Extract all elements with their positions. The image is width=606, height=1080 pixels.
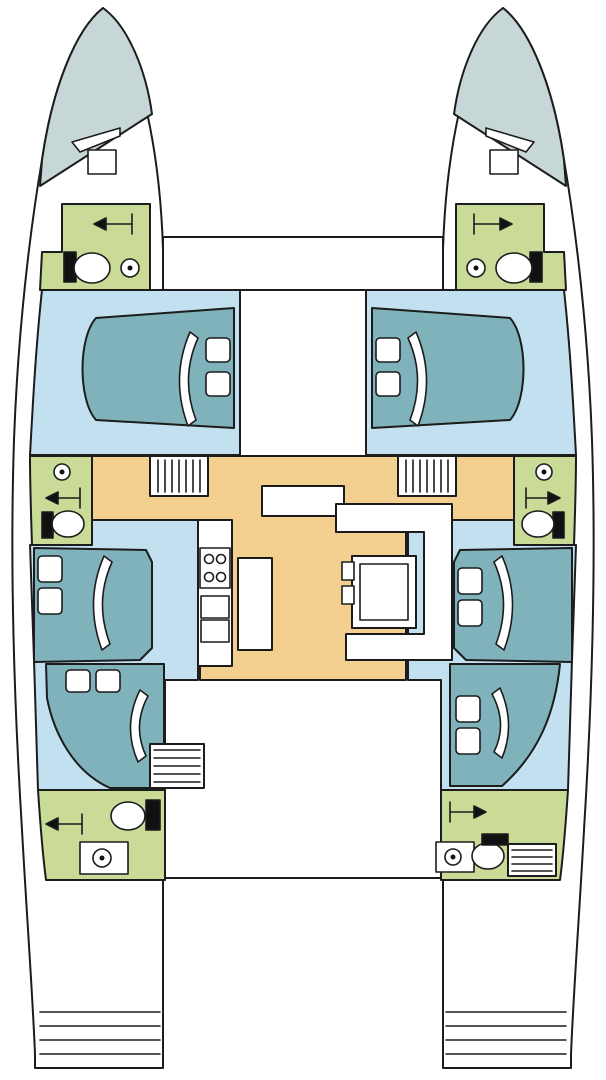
pillow-icon — [95, 669, 121, 693]
foredeck-starboard — [453, 7, 567, 187]
windscreen-icon — [485, 127, 535, 153]
bow-hatch — [489, 149, 519, 175]
sofa — [335, 503, 453, 661]
dining-area — [335, 503, 453, 661]
windscreen-icon — [71, 127, 121, 153]
pillow-icon — [37, 587, 63, 615]
aft-cabin-port — [45, 663, 165, 789]
transom-steps-starboard — [445, 1011, 567, 1055]
mid-bathroom-port — [29, 455, 93, 546]
stove-icon — [199, 547, 231, 589]
bow-locker-starboard — [485, 127, 535, 175]
porthole-icon — [53, 463, 71, 481]
pillow-icon — [375, 371, 401, 397]
door-arc-icon — [493, 555, 514, 651]
bed — [371, 307, 525, 429]
door-arc-icon — [92, 555, 113, 651]
foredeck-port — [39, 7, 153, 187]
cistern — [481, 833, 509, 846]
porthole-icon — [466, 258, 486, 278]
door-arrow-icon — [473, 213, 513, 235]
bow-hatch — [87, 149, 117, 175]
toilet-icon — [471, 842, 505, 870]
forward-bathroom-starboard — [455, 203, 567, 291]
mid-cabin-starboard — [453, 547, 573, 663]
mid-cabin-port — [33, 547, 153, 663]
door-arc-icon — [129, 689, 149, 763]
aft-bathroom-port — [37, 789, 166, 881]
aft-cabin-starboard — [449, 663, 561, 787]
pillow-icon — [205, 371, 231, 397]
door-arc-icon — [178, 331, 199, 427]
crossbeam-deck — [162, 236, 444, 291]
mid-bathroom-starboard — [513, 455, 577, 546]
forward-bathroom-port — [39, 203, 151, 291]
stool-icon — [341, 561, 355, 581]
pillow-icon — [205, 337, 231, 363]
dining-table — [351, 555, 417, 629]
toilet-icon — [73, 252, 111, 284]
door-arrow-icon — [449, 801, 487, 823]
pillow-icon — [455, 695, 481, 723]
toilet-icon — [495, 252, 533, 284]
door-arrow-icon — [525, 487, 561, 509]
cistern — [145, 799, 161, 831]
transom-steps-port — [39, 1011, 161, 1055]
stool-icon — [341, 585, 355, 605]
stairs-aft-starboard — [507, 843, 557, 877]
salon-sideboard — [261, 485, 345, 517]
toilet-icon — [51, 510, 85, 538]
pillow-icon — [37, 555, 63, 583]
door-arc-icon — [491, 687, 510, 759]
bed — [45, 663, 165, 789]
galley-counter — [197, 519, 233, 667]
stairs-aft-port — [149, 743, 205, 789]
galley — [197, 519, 233, 667]
forward-cabin-port — [29, 289, 241, 456]
toilet-icon — [521, 510, 555, 538]
aft-bathroom-starboard — [435, 789, 569, 881]
sink-icon — [79, 841, 129, 875]
door-arrow-icon — [93, 213, 133, 235]
pillow-icon — [65, 669, 91, 693]
door-arrow-icon — [45, 487, 81, 509]
forward-cabin-starboard — [365, 289, 577, 456]
pillow-icon — [455, 727, 481, 755]
porthole-icon — [535, 463, 553, 481]
pillow-icon — [457, 599, 483, 627]
sink-icon — [435, 841, 475, 873]
stairs-forward-starboard — [397, 455, 457, 497]
door-arc-icon — [407, 331, 428, 427]
dining-table-top — [359, 563, 409, 621]
foredecks — [39, 7, 567, 187]
sink-icon — [200, 595, 230, 643]
pillow-icon — [375, 337, 401, 363]
toilet-icon — [110, 801, 146, 831]
pillow-icon — [457, 567, 483, 595]
stairs-forward-port — [149, 455, 209, 497]
salon-table — [237, 557, 273, 651]
bow-locker-port — [71, 127, 121, 175]
door-arrow-icon — [45, 813, 83, 835]
porthole-icon — [120, 258, 140, 278]
bed — [81, 307, 235, 429]
